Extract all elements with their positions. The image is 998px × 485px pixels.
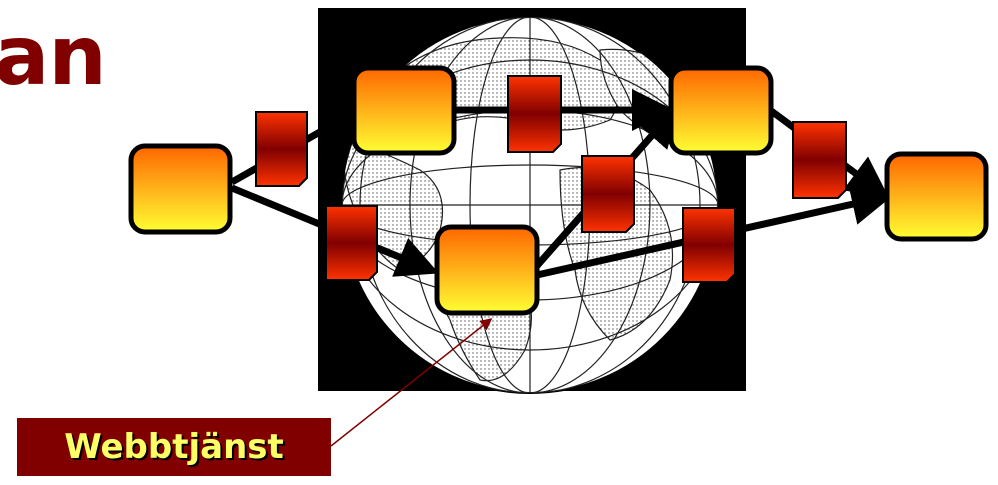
message-document-icon bbox=[682, 207, 736, 283]
service-node-2 bbox=[351, 65, 457, 156]
service-node-1 bbox=[128, 143, 233, 235]
message-document-icon bbox=[325, 205, 378, 281]
message-document-icon bbox=[507, 75, 562, 153]
slide-title-fragment: an bbox=[0, 9, 107, 104]
message-documents bbox=[255, 75, 847, 283]
callout-line bbox=[330, 318, 493, 447]
message-document-icon bbox=[255, 111, 308, 187]
service-node-3 bbox=[434, 224, 540, 316]
message-document-icon bbox=[792, 121, 847, 199]
webservice-label: Webbtjänst bbox=[17, 418, 331, 476]
service-node-5 bbox=[884, 151, 989, 242]
message-document-icon bbox=[581, 155, 635, 233]
webservice-label-text: Webbtjänst bbox=[64, 427, 284, 467]
service-node-4 bbox=[668, 65, 774, 156]
service-nodes bbox=[128, 65, 989, 316]
